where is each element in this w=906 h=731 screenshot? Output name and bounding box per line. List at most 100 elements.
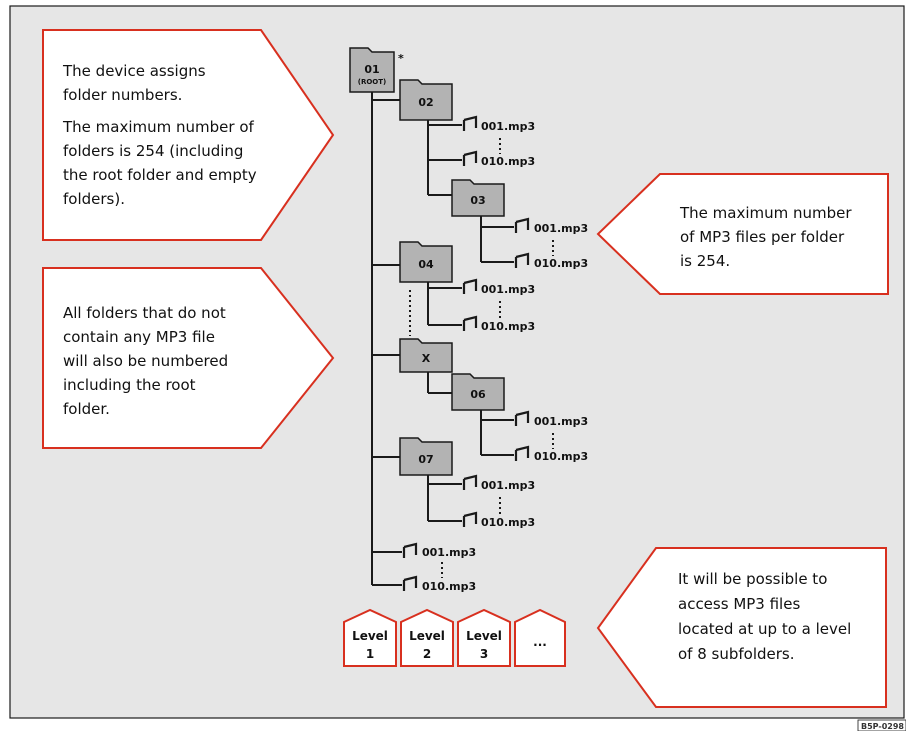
image-code-text: B5P-0298 (861, 722, 904, 731)
music-note-icon (402, 575, 418, 591)
folder-06: 06 (451, 373, 505, 411)
file-name: 001.mp3 (534, 222, 588, 235)
music-note-icon (462, 115, 478, 131)
file-item: 010.mp3 (462, 315, 535, 333)
folder-icon (399, 338, 453, 373)
file-item: 001.mp3 (514, 217, 588, 235)
folder-root-label: (ROOT) (358, 78, 386, 86)
file-name: 010.mp3 (422, 580, 476, 593)
callout-text-line: contain any MP3 file (63, 328, 215, 346)
file-item: 010.mp3 (462, 511, 535, 529)
level-label: Level (409, 629, 445, 643)
callout-text-line: It will be possible to (678, 570, 827, 588)
folder-04: 04 (399, 241, 453, 283)
callout-text-line: of 8 subfolders. (678, 645, 795, 663)
callout-text-line: will also be numbered (63, 352, 228, 370)
file-item: 010.mp3 (402, 575, 476, 593)
file-name: 010.mp3 (534, 450, 588, 463)
music-note-icon (514, 252, 530, 268)
folder-x: X (399, 338, 453, 373)
level-indicator: Level 1 Level 2 Level 3 ... (343, 608, 566, 667)
file-name: 010.mp3 (481, 155, 535, 168)
file-item: 001.mp3 (462, 115, 535, 133)
level-box: Level 3 (457, 608, 511, 667)
file-name: 001.mp3 (481, 283, 535, 296)
file-item: 001.mp3 (462, 474, 535, 492)
root-marker: * (398, 52, 404, 65)
callout-text-line: The maximum number (679, 204, 852, 222)
folder-number: 07 (418, 453, 433, 466)
callout-max-files: The maximum number of MP3 files per fold… (596, 173, 889, 295)
callout-shape (596, 173, 889, 295)
music-note-icon (514, 410, 530, 426)
file-item: 001.mp3 (514, 410, 588, 428)
callout-text-line: All folders that do not (63, 304, 226, 322)
callout-text-line: the root folder and empty (63, 166, 257, 184)
folder-number: 01 (364, 63, 379, 76)
file-name: 010.mp3 (481, 320, 535, 333)
level-number: 1 (366, 647, 374, 661)
folder-03: 03 (451, 179, 505, 217)
music-note-icon (514, 445, 530, 461)
callout-text-line: folder numbers. (63, 86, 182, 104)
music-note-icon (462, 278, 478, 294)
file-name: 010.mp3 (481, 516, 535, 529)
image-code: B5P-0298 (857, 719, 906, 731)
file-name: 010.mp3 (534, 257, 588, 270)
callout-text-line: access MP3 files (678, 595, 800, 613)
callout-subfolder-levels: It will be possible to access MP3 files … (596, 547, 887, 708)
callout-shape (42, 267, 335, 449)
file-item: 010.mp3 (514, 252, 588, 270)
callout-shape (596, 547, 887, 708)
folder-icon (451, 179, 505, 217)
callout-text-line: folders is 254 (including (63, 142, 243, 160)
callout-text-line: located at up to a level (678, 620, 851, 638)
music-note-icon (402, 542, 418, 558)
file-name: 001.mp3 (481, 120, 535, 133)
folder-icon (399, 437, 453, 476)
level-label: Level (466, 629, 502, 643)
folder-icon (451, 373, 505, 411)
folder-icon (399, 79, 453, 121)
callout-shape (42, 29, 335, 241)
file-name: 001.mp3 (481, 479, 535, 492)
level-box: ... (514, 608, 566, 667)
callout-text-line: of MP3 files per folder (680, 228, 845, 246)
file-name: 001.mp3 (422, 546, 476, 559)
level-number: 3 (480, 647, 488, 661)
folder-root: 01 (ROOT) * (349, 47, 404, 93)
music-note-icon (462, 315, 478, 331)
level-label: Level (352, 629, 388, 643)
music-note-icon (462, 474, 478, 490)
level-box: Level 1 (343, 608, 397, 667)
tree-connectors (371, 92, 514, 586)
folder-icon (399, 241, 453, 283)
file-item: 010.mp3 (514, 445, 588, 463)
level-label: ... (533, 635, 547, 649)
callout-text-line: is 254. (680, 252, 730, 270)
file-item: 001.mp3 (402, 542, 476, 559)
file-item: 010.mp3 (462, 150, 535, 168)
folder-07: 07 (399, 437, 453, 476)
callout-empty-folders: All folders that do not contain any MP3 … (42, 267, 335, 449)
callout-text-line: folder. (63, 400, 110, 418)
callout-text-line: including the root (63, 376, 196, 394)
level-number: 2 (423, 647, 431, 661)
folder-number: 03 (470, 194, 485, 207)
folder-number: 02 (418, 96, 433, 109)
music-note-icon (462, 511, 478, 527)
file-name: 001.mp3 (534, 415, 588, 428)
music-note-icon (514, 217, 530, 233)
callout-text-line: The maximum number of (62, 118, 255, 136)
callout-text-line: The device assigns (62, 62, 206, 80)
file-item: 001.mp3 (462, 278, 535, 296)
music-note-icon (462, 150, 478, 166)
folder-02: 02 (399, 79, 453, 121)
folder-number: 06 (470, 388, 486, 401)
folder-icon (349, 47, 395, 93)
callout-text-line: folders). (63, 190, 125, 208)
level-box: Level 2 (400, 608, 454, 667)
folder-number: X (422, 352, 431, 365)
folder-number: 04 (418, 258, 434, 271)
